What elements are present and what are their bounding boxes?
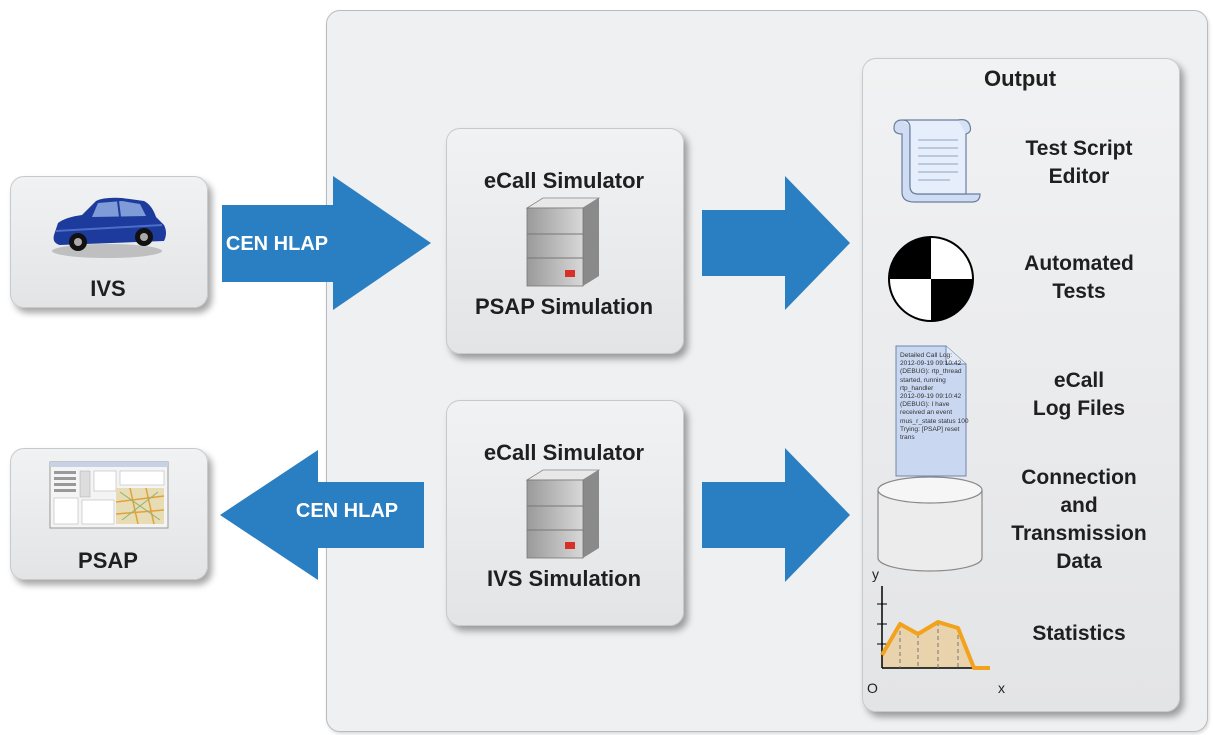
output-arrow-bottom xyxy=(702,448,850,582)
chart-origin-label: O xyxy=(867,680,878,696)
log-file-text: Detailed Call Log: 2012-09-19 09:10:42 (… xyxy=(900,352,969,442)
cen-hlap-bottom-label: CEN HLAP xyxy=(295,500,399,522)
output-item-label: Connection and Transmission Data xyxy=(1011,466,1147,573)
ivs-simulator-title: eCall Simulator xyxy=(483,440,645,465)
chart-y-axis-label: y xyxy=(872,566,879,582)
log-file-icon xyxy=(895,345,967,477)
psap-simulator-subtitle: PSAP Simulation xyxy=(474,294,654,319)
cen-hlap-top-label: CEN HLAP xyxy=(225,233,329,255)
ivs-simulator-subtitle: IVS Simulation xyxy=(486,566,642,591)
server-icon xyxy=(525,469,601,559)
ivs-label: IVS xyxy=(90,276,126,301)
cen-hlap-arrow-left xyxy=(220,450,424,580)
output-item-label: Automated Tests xyxy=(1024,252,1134,303)
psap-simulator-title: eCall Simulator xyxy=(483,168,645,193)
server-icon xyxy=(525,197,601,287)
cen-hlap-arrow-right xyxy=(222,176,431,310)
chart-x-axis-label: x xyxy=(998,680,1005,696)
output-title: Output xyxy=(983,66,1057,91)
target-icon xyxy=(888,236,974,322)
psap-label: PSAP xyxy=(78,548,138,573)
output-item-label: Statistics xyxy=(1032,622,1126,645)
scroll-icon xyxy=(893,119,981,203)
output-arrow-top xyxy=(702,176,850,310)
output-item-label: eCall Log Files xyxy=(1032,369,1126,420)
database-icon xyxy=(877,476,983,572)
output-item-label: Test Script Editor xyxy=(1025,137,1133,188)
